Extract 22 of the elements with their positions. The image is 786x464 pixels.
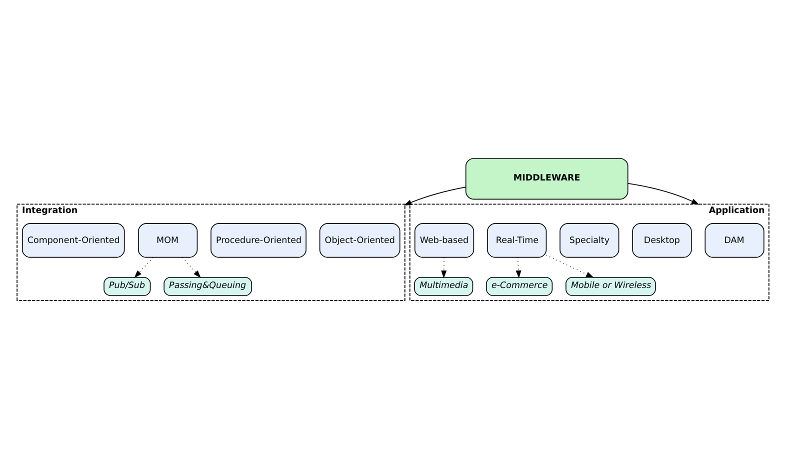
arrow [404, 186, 466, 206]
node-box: Passing&Queuing [164, 276, 252, 296]
arrow [516, 257, 522, 278]
node-box: Specialty [560, 223, 620, 258]
node-box: Desktop [632, 223, 692, 258]
arrow [182, 257, 201, 278]
node-box: Procedure-Oriented [210, 223, 306, 258]
node-box: DAM [704, 223, 764, 258]
arrow [628, 183, 700, 205]
node-box: Mobile or Wireless [566, 276, 656, 296]
node-box: Web-based [414, 223, 474, 258]
arrow [441, 257, 447, 278]
arrow [546, 254, 594, 278]
node-box: MOM [138, 223, 198, 258]
node-box: Real-Time [487, 223, 547, 258]
node-box: Multimedia [414, 276, 474, 296]
arrow [134, 257, 154, 278]
node-box: Object-Oriented [319, 223, 400, 258]
node-box: e-Commerce [486, 276, 553, 296]
node-box: MIDDLEWARE [465, 158, 628, 200]
node-box: Pub/Sub [104, 276, 151, 296]
node-box: Component-Oriented [22, 223, 125, 258]
